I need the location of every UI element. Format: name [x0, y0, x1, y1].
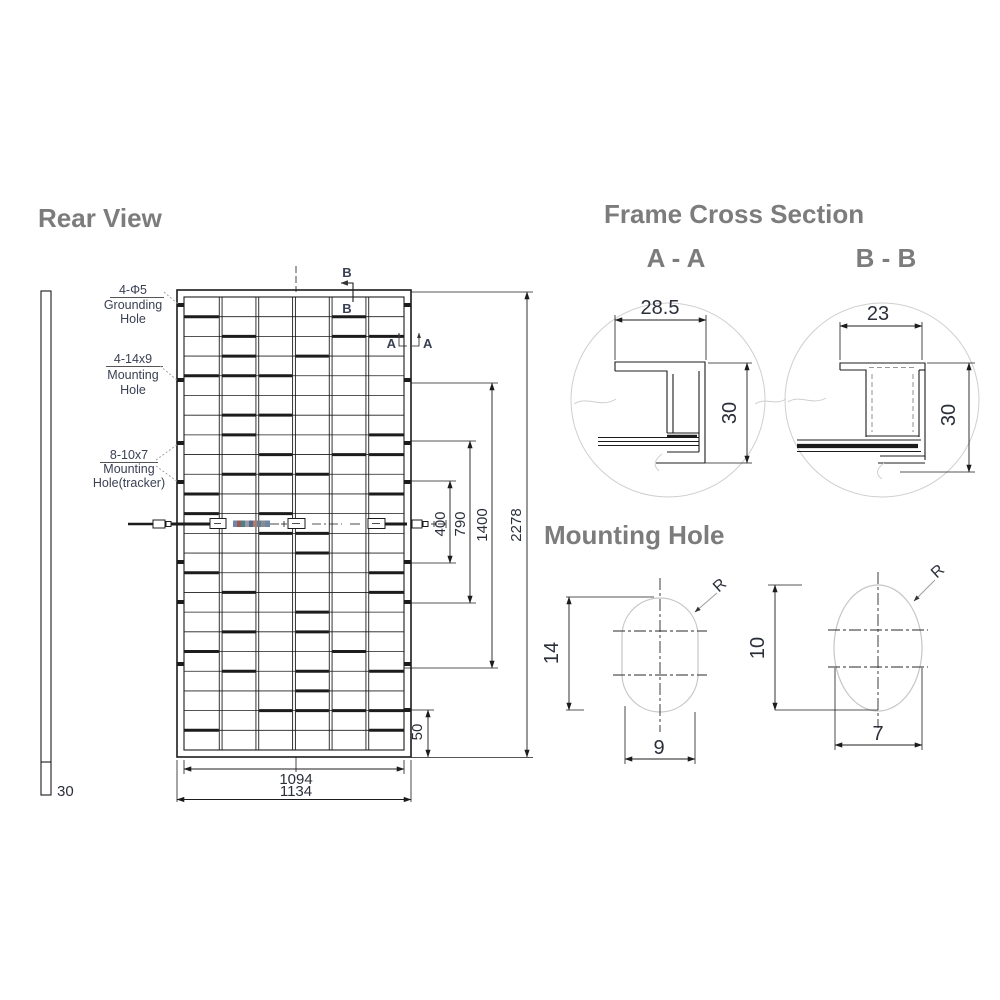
dimension-2278: 2278 [508, 291, 530, 758]
dim-bb-width-text: 23 [867, 303, 889, 325]
frame-profile-bb [797, 362, 926, 464]
dim-1134-text: 1134 [280, 783, 312, 800]
dim-hole-left-width-text: 9 [653, 737, 664, 759]
mounting-hole-line1: 4-14x9 [114, 352, 152, 366]
tracker-hole-line2: Mounting [103, 462, 154, 476]
dimension-790: 790 [452, 440, 473, 604]
radius-label-left: R [710, 575, 730, 595]
rear-view-panel: B B A A [128, 265, 447, 758]
grounding-hole-label: 4-Φ5 Grounding Hole [104, 283, 179, 326]
section-letter-a-left: A [387, 336, 397, 351]
cross-section-aa: 28.5 30 [570, 297, 787, 498]
tracker-hole-label: 8-10x7 Mounting Hole(tracker) [93, 443, 179, 490]
grounding-hole-line2: Grounding [104, 298, 162, 312]
section-marker-b: B B [338, 265, 366, 317]
vertical-dimensions: 400 790 1400 2278 50 [404, 291, 533, 758]
junction-box-strip [128, 518, 447, 529]
grounding-hole-line1: 4-Φ5 [119, 283, 147, 297]
dimension-50: 50 [409, 709, 431, 758]
dim-hole-right-width-text: 7 [872, 723, 883, 745]
dim-1094-text: 1094 [279, 771, 312, 788]
bottom-dimensions: 1094 1134 [176, 757, 412, 803]
grounding-hole-line3: Hole [120, 312, 146, 326]
callout-labels: 4-Φ5 Grounding Hole 4-14x9 Mounting Hole… [93, 283, 179, 490]
dim-790-text: 790 [452, 511, 469, 536]
junction-label-strip [233, 520, 270, 527]
tracker-hole-line1: 8-10x7 [110, 448, 148, 462]
mounting-hole-label: 4-14x9 Mounting Hole [106, 352, 179, 397]
dimension-1400: 1400 [474, 382, 495, 669]
mounting-hole-detail-right: 10 7 R [747, 561, 948, 750]
dimension-400: 400 [432, 480, 453, 564]
rear-view-title: Rear View [38, 203, 163, 233]
section-letter-a-right: A [423, 336, 433, 351]
dim-1400-text: 1400 [474, 508, 491, 541]
detail-circle-bb [784, 302, 980, 498]
section-aa-title: A - A [647, 243, 706, 273]
dim-2278-text: 2278 [508, 508, 525, 541]
section-letter-b-top: B [342, 265, 351, 280]
dim-hole-right-height-text: 10 [747, 637, 769, 659]
radius-leader-left [694, 592, 718, 613]
dim-50-text: 50 [409, 724, 426, 741]
dim-400-text: 400 [432, 511, 449, 536]
frame-cross-section-title: Frame Cross Section [604, 199, 864, 229]
mounting-hole-title: Mounting Hole [544, 520, 725, 550]
mounting-hole-line3: Hole [120, 383, 146, 397]
section-bb-title: B - B [856, 243, 917, 273]
radius-leader-right [913, 579, 936, 602]
dim-hole-left-height-text: 14 [541, 642, 563, 664]
slot-outline-right [833, 584, 923, 712]
section-marker-a: A A [387, 332, 433, 351]
section-letter-b-bottom: B [342, 301, 351, 316]
side-view: 30 [40, 290, 74, 800]
dim-bb-height-text: 30 [938, 404, 960, 426]
side-view-thickness-label: 30 [57, 783, 74, 800]
tracker-hole-line3: Hole(tracker) [93, 476, 165, 490]
dim-aa-height-text: 30 [719, 402, 741, 424]
radius-label-right: R [928, 561, 948, 581]
dim-aa-width-text: 28.5 [641, 297, 680, 319]
frame-profile-aa [598, 361, 706, 464]
cross-section-bb: 23 30 [784, 302, 980, 498]
mounting-hole-detail-left: 14 9 R [541, 575, 730, 764]
detail-circle-aa [570, 302, 766, 498]
mounting-hole-line2: Mounting [107, 368, 158, 382]
